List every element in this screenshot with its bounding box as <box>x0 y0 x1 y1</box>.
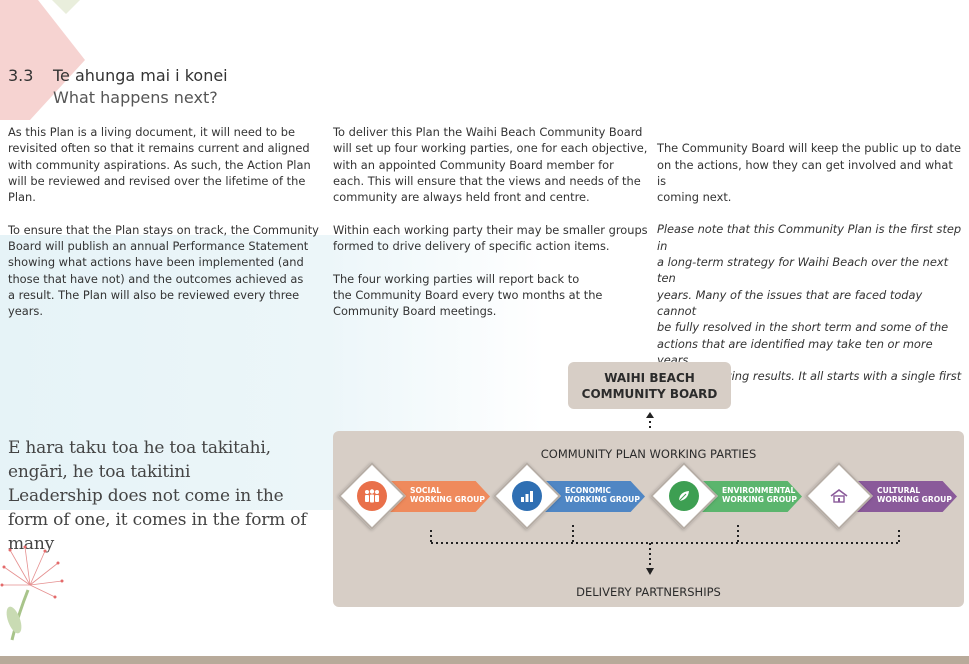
marae-icon <box>824 481 854 511</box>
group-label: ECONOMIC WORKING GROUP <box>565 486 640 504</box>
group-label: ENVIRONMENTAL WORKING GROUP <box>722 486 797 504</box>
delivery-partnerships-label: DELIVERY PARTNERSHIPS <box>576 585 721 599</box>
working-parties-panel <box>333 431 964 607</box>
leaf-icon <box>669 481 699 511</box>
maori-proverb-quote: E hara taku toa he toa takitahi, engāri,… <box>8 438 307 554</box>
footer-bar <box>0 656 969 664</box>
section-number: 3.3 <box>8 66 34 85</box>
corner-decoration <box>0 0 85 120</box>
section-title: Te ahunga mai i konei <box>53 66 228 85</box>
text-column-1: As this Plan is a living document, it wi… <box>8 125 319 319</box>
working-parties-title: COMMUNITY PLAN WORKING PARTIES <box>540 447 757 461</box>
bar-chart-icon <box>512 481 542 511</box>
group-label: CULTURAL WORKING GROUP <box>877 486 952 504</box>
pohutukawa-flower-icon <box>0 545 64 641</box>
community-board-box: WAIHI BEACH COMMUNITY BOARD <box>568 362 731 409</box>
col3-paragraph-1: The Community Board will keep the public… <box>657 141 961 205</box>
group-label: SOCIAL WORKING GROUP <box>410 486 485 504</box>
section-subtitle: What happens next? <box>53 88 218 107</box>
people-icon <box>357 481 387 511</box>
text-column-2: To deliver this Plan the Waihi Beach Com… <box>333 125 648 319</box>
